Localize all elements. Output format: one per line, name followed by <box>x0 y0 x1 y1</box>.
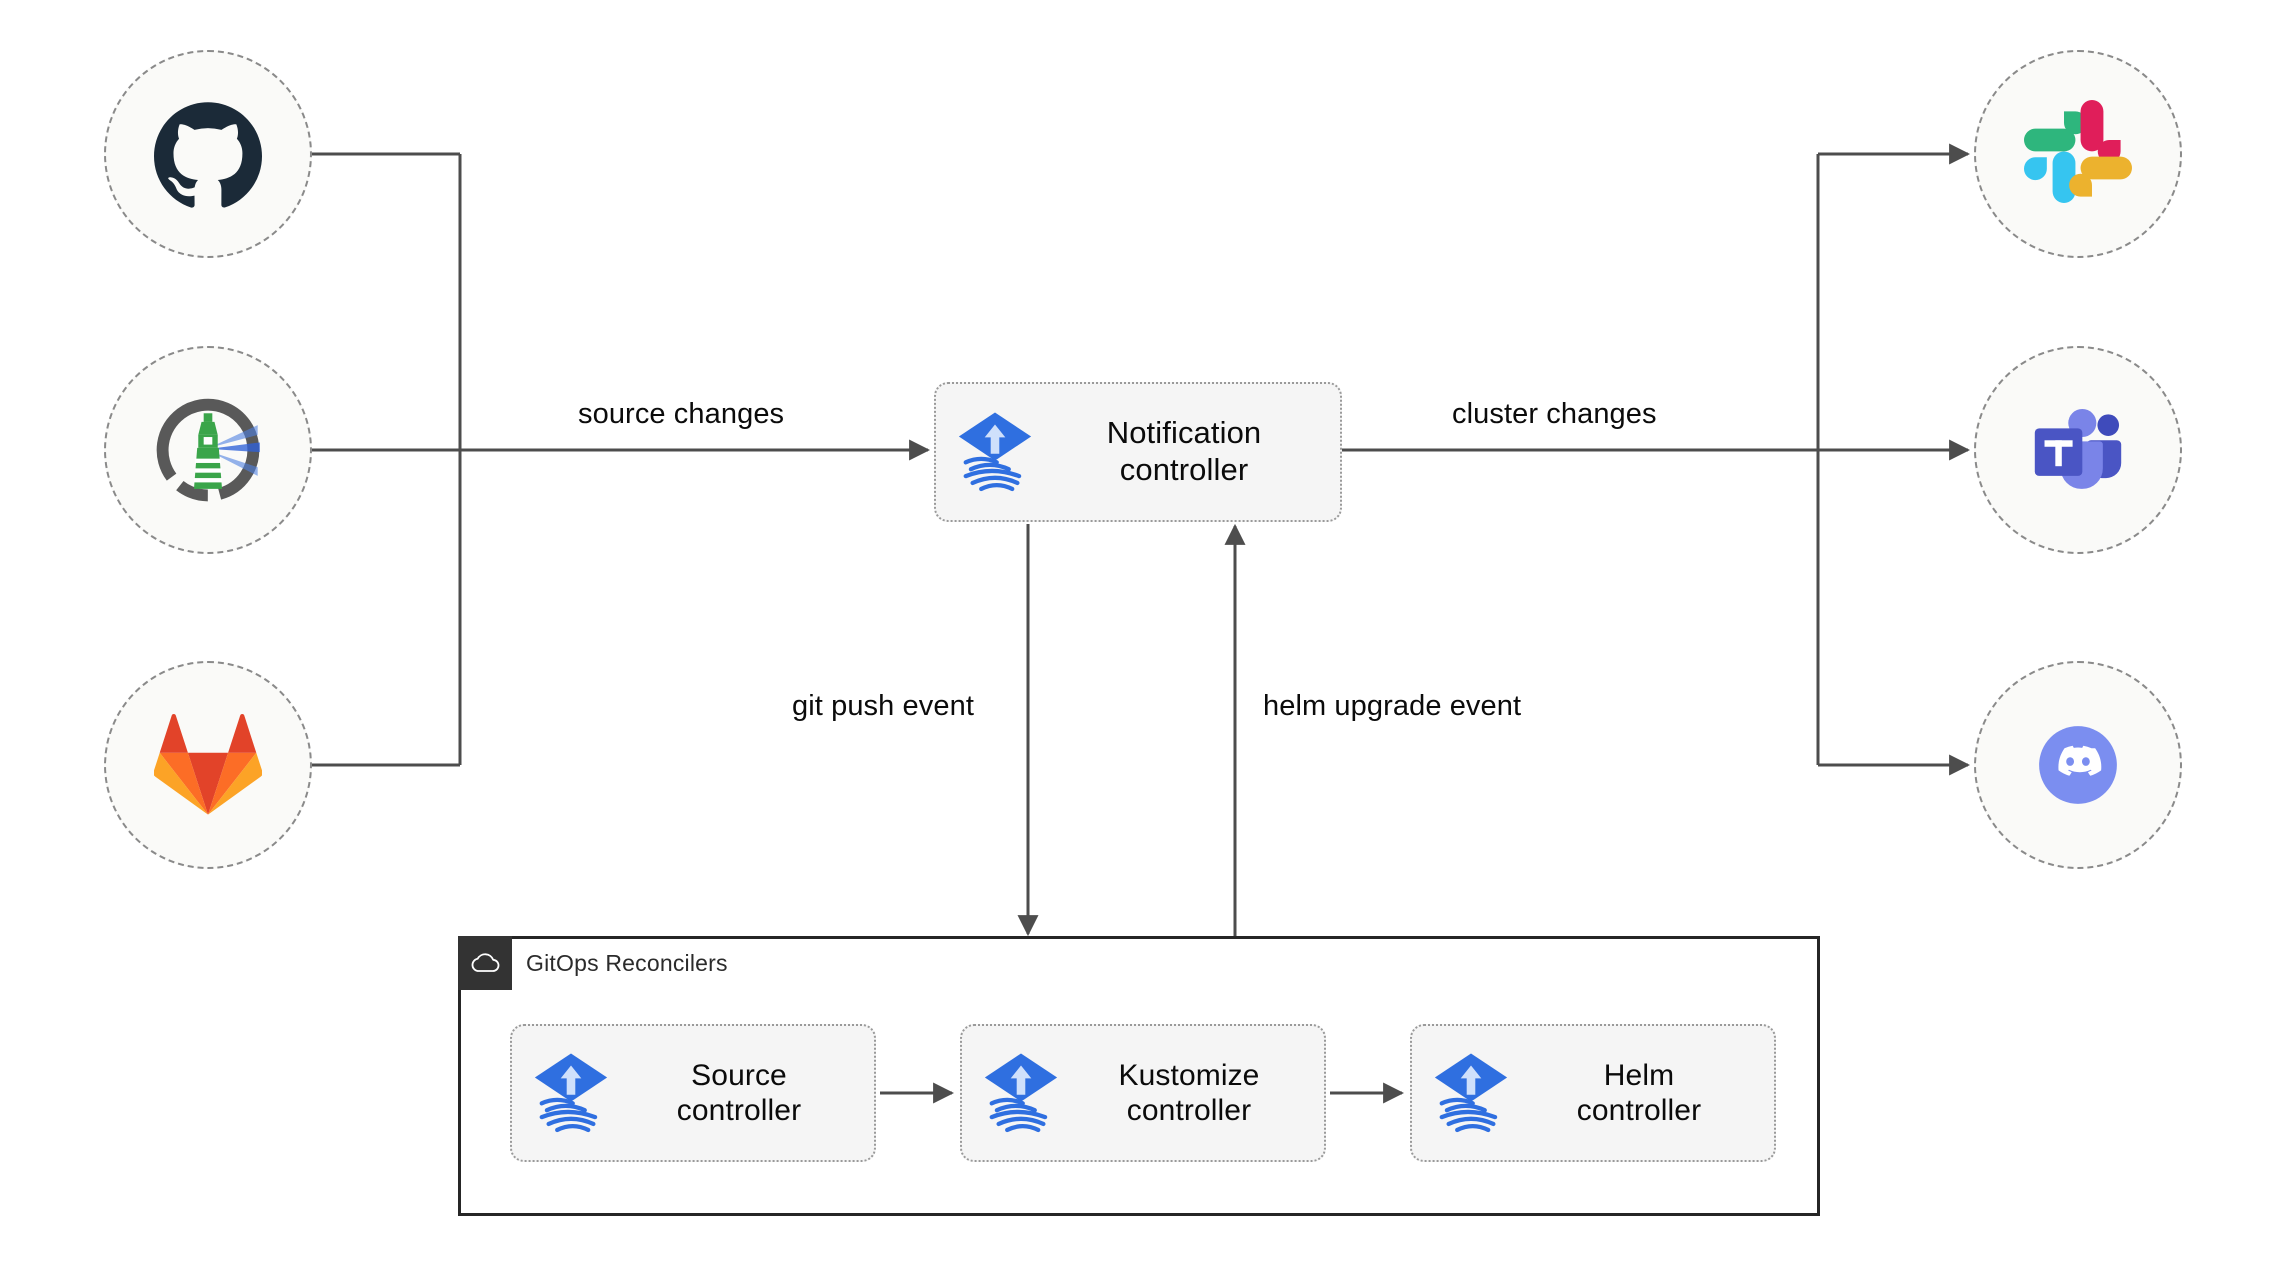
gitlab-icon <box>154 714 262 815</box>
flux-icon <box>1434 1053 1508 1133</box>
gitops-reconcilers-header: GitOps Reconcilers <box>458 936 728 990</box>
cloud-icon <box>471 953 500 972</box>
microsoft-teams-icon <box>2034 408 2122 489</box>
source-node-github[interactable] <box>104 50 312 258</box>
target-node-teams[interactable] <box>1974 346 2182 554</box>
lighthouse-icon <box>156 398 260 502</box>
edge-label-source-changes: source changes <box>578 398 785 430</box>
kustomize-controller-card[interactable]: Kustomize controller <box>960 1024 1326 1162</box>
github-icon <box>154 102 262 208</box>
discord-icon <box>2039 726 2117 804</box>
source-controller-label: Source controller <box>676 1058 802 1127</box>
notification-controller-card[interactable]: Notification controller <box>934 382 1342 522</box>
source-node-gitlab[interactable] <box>104 661 312 869</box>
cloud-icon-tile <box>458 936 512 990</box>
edge-label-git-push-event: git push event <box>792 690 974 722</box>
gitops-reconcilers-title: GitOps Reconcilers <box>526 949 728 976</box>
notification-controller-label: Notification controller <box>1106 415 1262 487</box>
source-controller-card[interactable]: Source controller <box>510 1024 876 1162</box>
flux-icon <box>958 412 1032 492</box>
target-node-discord[interactable] <box>1974 661 2182 869</box>
helm-controller-label: Helm controller <box>1576 1058 1702 1127</box>
source-node-lighthouse[interactable] <box>104 346 312 554</box>
flux-icon <box>534 1053 608 1133</box>
slack-icon <box>2024 100 2132 203</box>
kustomize-controller-label: Kustomize controller <box>1118 1058 1260 1127</box>
gitops-reconcilers-group <box>458 936 1820 1216</box>
target-node-slack[interactable] <box>1974 50 2182 258</box>
edge-label-cluster-changes: cluster changes <box>1452 398 1657 430</box>
edge-label-helm-upgrade-event: helm upgrade event <box>1263 690 1522 722</box>
flux-icon <box>984 1053 1058 1133</box>
helm-controller-card[interactable]: Helm controller <box>1410 1024 1776 1162</box>
